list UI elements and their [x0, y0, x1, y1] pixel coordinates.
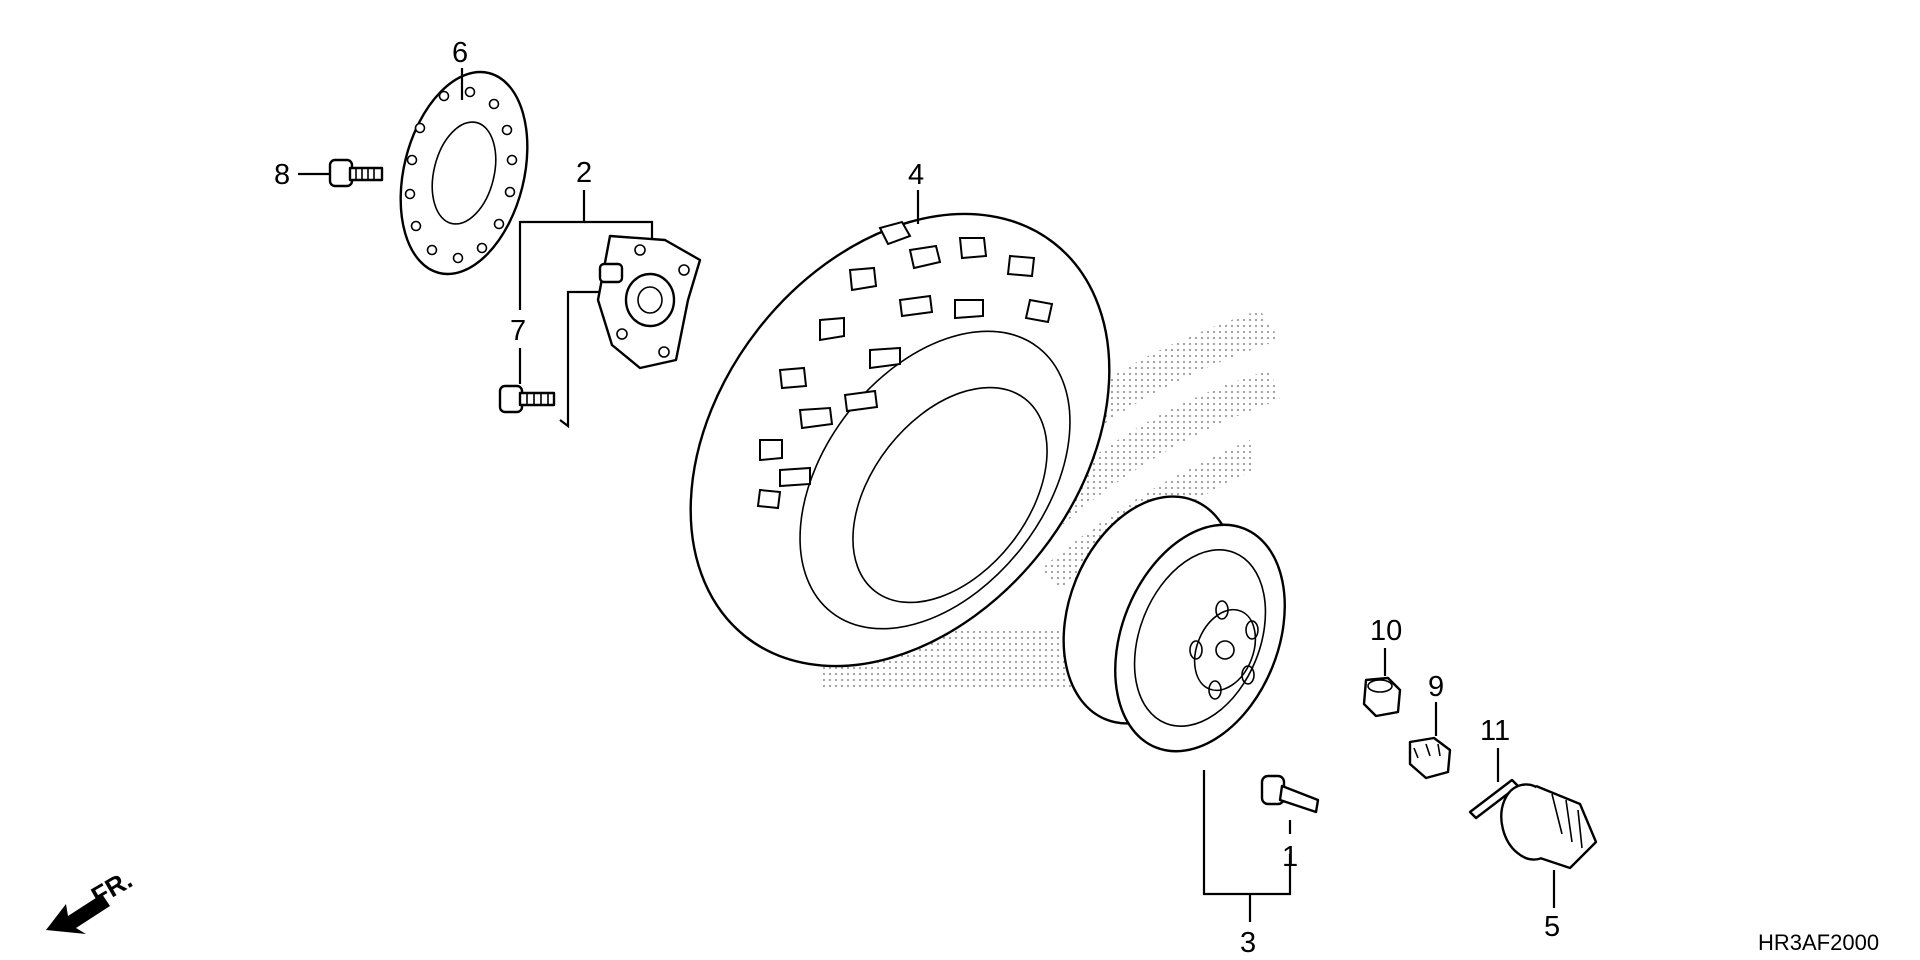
callout-5: 5 — [1544, 911, 1560, 943]
callout-1: 1 — [1282, 841, 1298, 873]
callout-11: 11 — [1480, 715, 1510, 747]
callout-8: 8 — [274, 159, 290, 191]
wheel-hub-icon — [596, 234, 702, 370]
callout-6: 6 — [452, 37, 468, 69]
disc-bolt-icon — [328, 158, 384, 188]
rim-icon — [1062, 495, 1286, 753]
callout-3: 3 — [1240, 927, 1256, 959]
diagram-code: HR3AF2000 — [1758, 930, 1879, 955]
nut-icon — [1362, 676, 1402, 718]
hub-cap-icon — [1500, 783, 1598, 870]
front-direction-arrow: FR. — [46, 864, 137, 934]
callout-7: 7 — [510, 315, 526, 347]
tire-icon — [689, 212, 1111, 668]
castle-nut-icon — [1408, 736, 1452, 780]
callout-10: 10 — [1370, 615, 1402, 647]
valve-stem-icon — [1260, 774, 1320, 814]
callout-2: 2 — [576, 157, 592, 189]
callout-9: 9 — [1428, 671, 1444, 703]
leader-lines — [298, 68, 1556, 922]
callout-4: 4 — [908, 159, 924, 191]
stud-bolt-icon — [498, 384, 556, 414]
brake-disc-icon — [399, 70, 529, 276]
